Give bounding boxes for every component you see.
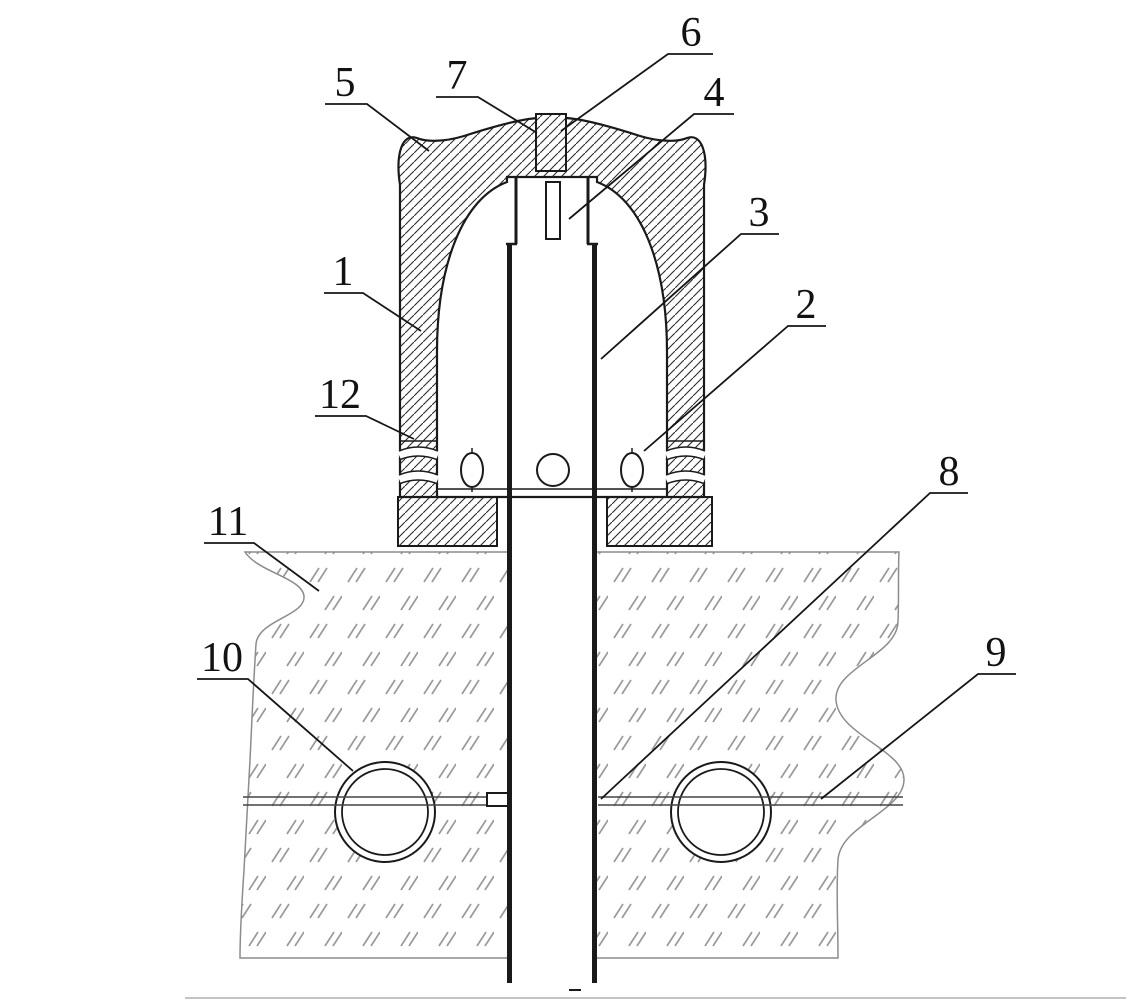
interface-line: [243, 792, 903, 807]
leader-line-12: [315, 415, 415, 440]
seal-groove-left-1a: [398, 446, 439, 452]
top-plug-block: [535, 113, 567, 172]
annotation-9: 9: [820, 630, 1016, 800]
seal-groove-left-1b: [398, 455, 439, 461]
annotation-12: 12: [315, 372, 415, 440]
leader-line-6: [560, 53, 713, 132]
cavity-parts: [437, 448, 667, 492]
seal-groove-right-1a: [665, 446, 706, 452]
leader-line-1: [324, 292, 422, 332]
annotation-4: 4: [568, 70, 734, 220]
dome-wall-section: [397, 116, 707, 499]
ref-label-6: 6: [681, 10, 702, 56]
leader-line-9: [820, 673, 1016, 800]
right-pipe-inner-circle: [677, 768, 765, 856]
annotation-10: 10: [197, 635, 354, 772]
ref-label-8: 8: [939, 449, 960, 495]
flange-left-block: [397, 496, 498, 547]
center-tube: [504, 171, 600, 991]
ref-label-4: 4: [704, 70, 725, 116]
dome-lower-seals: [397, 440, 707, 485]
ref-label-1: 1: [333, 249, 354, 295]
seal-groove-right-1-band: [664, 446, 707, 460]
leader-line-3: [600, 233, 779, 360]
leader-line-4: [568, 113, 734, 220]
annotation-7: 7: [436, 53, 538, 134]
left-pipe-inner-circle: [341, 768, 429, 856]
inner-slot-pin: [545, 181, 561, 240]
dome-housing: [397, 116, 707, 499]
leader-line-11: [204, 542, 320, 592]
leader-line-7: [436, 96, 538, 134]
seal-groove-right-2-band: [664, 470, 707, 484]
ref-label-9: 9: [986, 630, 1007, 676]
ref-label-12: 12: [319, 372, 361, 418]
tube-main-bore: [507, 243, 597, 983]
leader-line-5: [325, 103, 430, 152]
annotation-5: 5: [325, 60, 430, 152]
seal-groove-right-2a: [665, 470, 706, 476]
flange-right-block: [606, 496, 713, 547]
ref-label-10: 10: [201, 635, 243, 681]
seal-groove-left-2a: [398, 470, 439, 476]
seal-groove-right-1b: [665, 455, 706, 461]
annotation-1: 1: [324, 249, 422, 332]
right-bolt-section: [620, 452, 644, 488]
ref-label-3: 3: [749, 190, 770, 236]
seal-groove-left-1-band: [397, 446, 440, 460]
annotation-11: 11: [204, 499, 320, 592]
annotation-6: 6: [560, 10, 713, 132]
annotation-8: 8: [600, 449, 968, 800]
leader-line-10: [197, 678, 354, 772]
top-plug-assembly: [535, 113, 567, 240]
seal-groove-left-2-band: [397, 470, 440, 484]
leader-line-8: [600, 492, 968, 800]
ref-label-7: 7: [447, 53, 468, 99]
ref-label-5: 5: [335, 60, 356, 106]
left-bolt-section: [460, 452, 484, 488]
ref-label-11: 11: [208, 499, 248, 545]
anchor-flange: [397, 496, 713, 547]
seal-groove-left-2b: [398, 479, 439, 485]
annotations: 6 7 5 4 3 1 2 12: [197, 10, 1016, 800]
leader-line-2: [643, 325, 826, 452]
embedded-pipes: [334, 761, 772, 863]
center-ball-section: [536, 453, 570, 487]
ref-label-2: 2: [796, 282, 817, 328]
seal-groove-right-2b: [665, 479, 706, 485]
tube-side-fitting: [486, 792, 509, 807]
annotation-3: 3: [600, 190, 779, 360]
annotation-2: 2: [643, 282, 826, 452]
